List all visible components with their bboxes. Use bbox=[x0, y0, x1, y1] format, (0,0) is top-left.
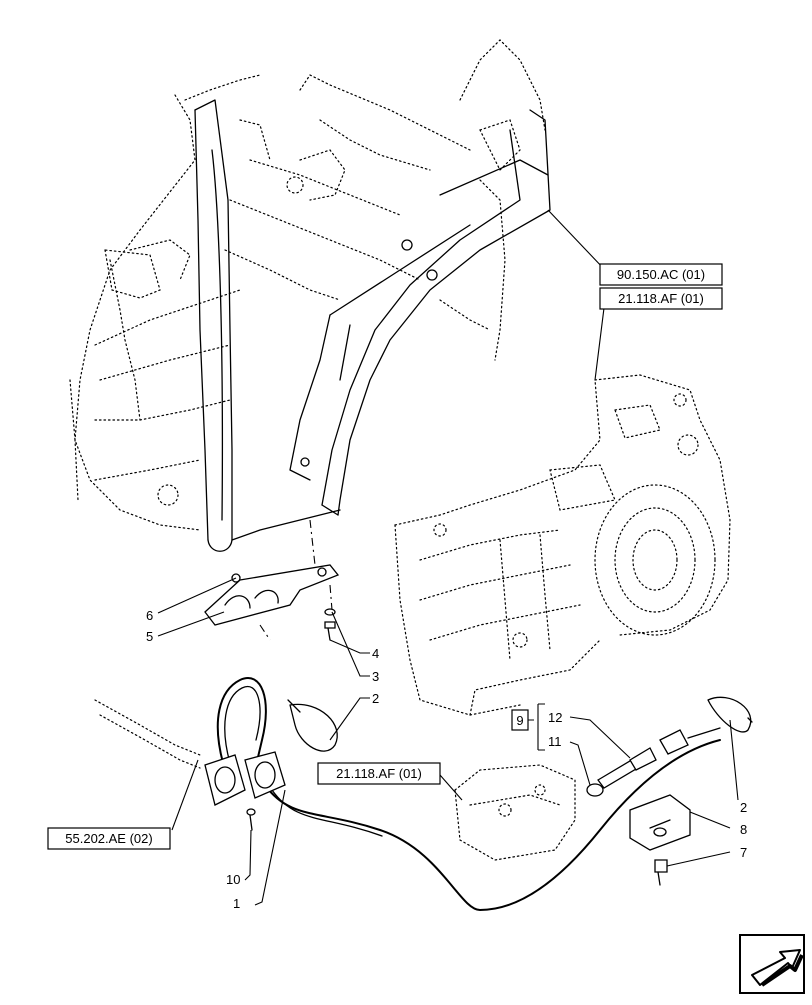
kit-box-9: 9 bbox=[511, 703, 545, 751]
rear-pillar bbox=[289, 109, 551, 516]
callout-5: 5 bbox=[146, 629, 153, 644]
callout-6: 6 bbox=[146, 608, 153, 623]
callout-3: 3 bbox=[372, 669, 379, 684]
callout-numbers: 6 5 4 3 2 12 11 2 8 7 10 1 bbox=[146, 608, 747, 911]
leader-lines bbox=[157, 209, 739, 906]
wiring-harness bbox=[94, 677, 721, 911]
ref-box-21-118-af-top[interactable]: 21.118.AF (01) bbox=[599, 287, 723, 310]
callout-10: 10 bbox=[226, 872, 240, 887]
callout-7: 7 bbox=[740, 845, 747, 860]
ref-box-21-118-af-mid[interactable]: 21.118.AF (01) bbox=[317, 762, 441, 785]
arrow-next-page-icon[interactable] bbox=[739, 934, 805, 994]
callout-1: 1 bbox=[233, 896, 240, 911]
bracket-8 bbox=[629, 794, 691, 851]
cab-frame-phantom bbox=[69, 39, 546, 531]
ref-21-118-af-mid-label: 21.118.AF (01) bbox=[336, 766, 422, 781]
callout-2-right: 2 bbox=[740, 800, 747, 815]
transmission-housing-phantom bbox=[394, 374, 731, 716]
cab-pillar bbox=[194, 99, 341, 552]
connector-housing bbox=[204, 751, 286, 831]
ref-box-55-202-ae[interactable]: 55.202.AE (02) bbox=[47, 827, 171, 850]
screw-7 bbox=[654, 859, 668, 886]
sensor-12 bbox=[597, 727, 721, 789]
callout-8: 8 bbox=[740, 822, 747, 837]
o-ring-11 bbox=[586, 783, 604, 797]
ref-21-118-af-top-label: 21.118.AF (01) bbox=[618, 291, 704, 306]
screw-3 bbox=[324, 608, 336, 641]
bracket-plate bbox=[204, 519, 340, 641]
cable-tie-right bbox=[707, 696, 753, 733]
ref-box-90-150-ac[interactable]: 90.150.AC (01) bbox=[599, 263, 723, 286]
cable-tie-left bbox=[287, 699, 338, 752]
ref-55-202-ae-label: 55.202.AE (02) bbox=[65, 831, 152, 846]
callout-11: 11 bbox=[548, 734, 562, 749]
callout-12: 12 bbox=[548, 710, 562, 725]
hydraulic-cover-phantom bbox=[454, 764, 576, 861]
kit-box-label: 9 bbox=[516, 713, 523, 728]
callout-4: 4 bbox=[372, 646, 379, 661]
callout-2-left: 2 bbox=[372, 691, 379, 706]
ref-90-150-ac-label: 90.150.AC (01) bbox=[617, 267, 705, 282]
